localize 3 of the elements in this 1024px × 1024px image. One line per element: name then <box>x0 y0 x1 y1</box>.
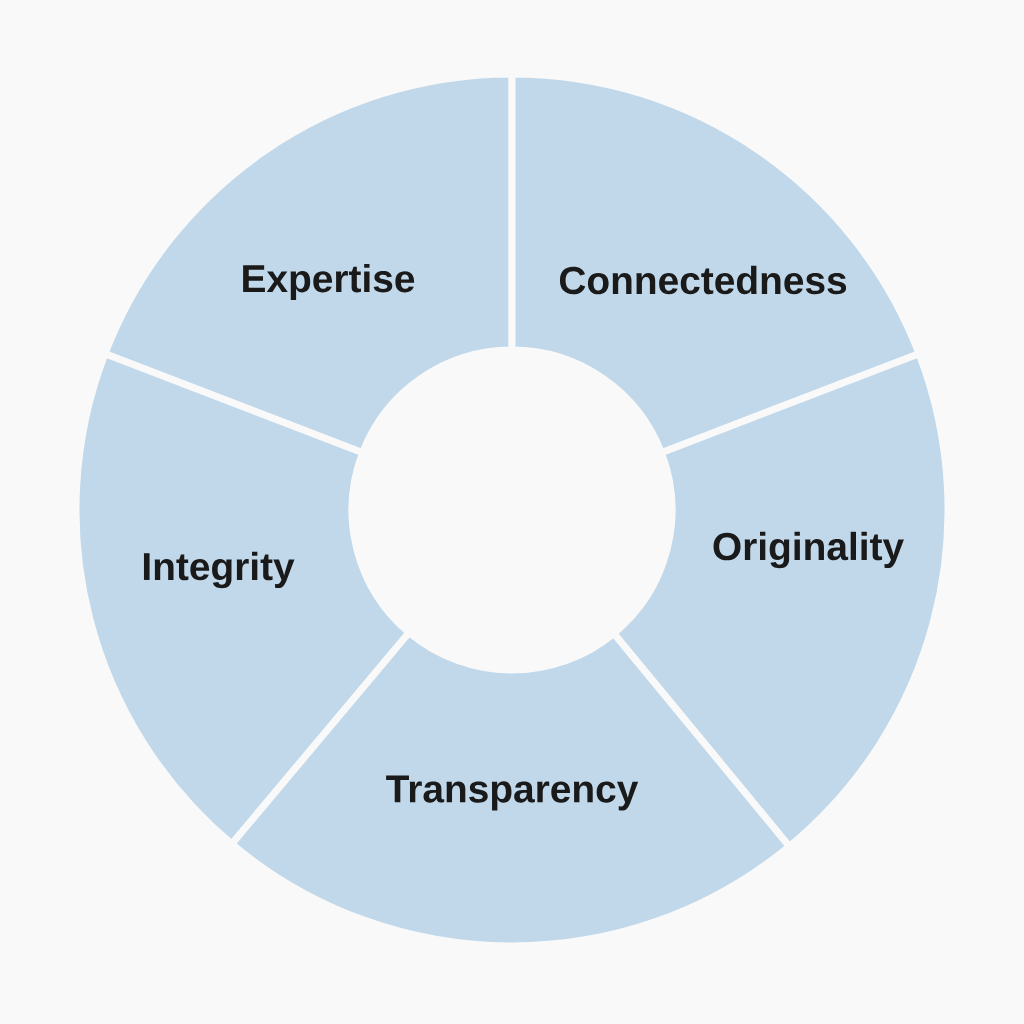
node-label: Originality <box>713 531 904 569</box>
donut-segment: Transparency <box>228 629 793 950</box>
node-label: Transparency <box>386 775 639 811</box>
